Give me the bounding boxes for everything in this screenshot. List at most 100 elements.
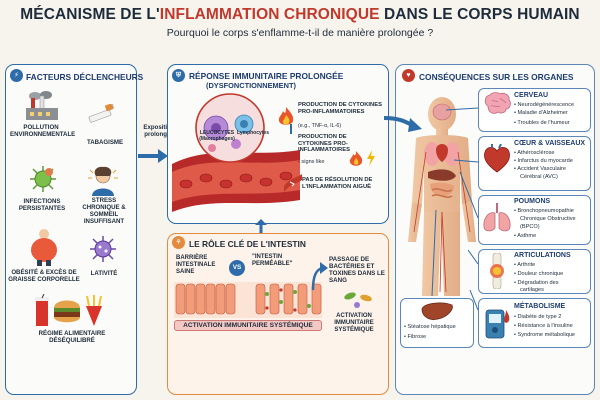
factor-label-diet: RÉGIME ALIMENTAIRE DÉSÉQUILIBRÉ	[38, 330, 106, 344]
factory-icon	[26, 91, 58, 120]
title-part-3: DANS LE CORPS HUMAIN	[379, 6, 580, 23]
organ-title-metabolism: MÉTABOLISME	[514, 303, 566, 310]
lungs-item-1-text: Bronchopneumopathie	[517, 208, 574, 214]
gut-leaky-label: "INTESTIN PERMÉABLE"	[252, 254, 293, 267]
organ-title-brain: CERVEAU	[514, 92, 549, 99]
lymphocytes-label: Lymphocytes	[236, 130, 270, 136]
organ-title-joints: ARTICULATIONS	[514, 252, 571, 259]
heart-icon	[484, 144, 510, 173]
immune-step-3: PAS DE RÉSOLUTION DE L'INFLAMMATION AIGU…	[302, 177, 373, 190]
joints-item-4-text: cartilages	[520, 287, 544, 293]
consequences-badge-icon: ♥	[402, 69, 415, 82]
metabolism-item-2-text: Résistance à l'insuline	[517, 323, 573, 329]
exposure-arrow	[138, 149, 168, 163]
joints-item-4: cartilages	[520, 287, 544, 294]
immune-to-organs-arrow	[384, 116, 422, 132]
organ-connectors	[431, 107, 479, 310]
lungs-item-4-text: Asthme	[517, 233, 537, 239]
heart-item-1: • Athérosclérose	[514, 150, 555, 156]
brain-item-1: • Neurodégénérescence	[514, 102, 575, 108]
brain-icon	[484, 92, 511, 114]
page-subtitle: Pourquoi le corps s'enflamme-t-il de man…	[166, 27, 434, 39]
joints-item-3-text: Dégradation des	[517, 280, 559, 286]
organ-title-lungs: POUMONS	[514, 198, 551, 205]
lungs-item-4: • Asthme	[514, 233, 537, 239]
activation-bar: ACTIVATION IMMUNITAIRE SYSTÉMIQUE	[174, 320, 322, 331]
lungs-item-3: (BPCO)	[520, 224, 540, 231]
fire-small-icon	[349, 151, 363, 166]
gut-badge-icon: ⚘	[172, 236, 185, 249]
factor-label-lativite: LATIVITÉ	[90, 270, 118, 277]
virus-icon	[30, 166, 56, 192]
signs-like-label: signs like	[301, 159, 325, 165]
lungs-item-1: • Bronchopneumopathie	[514, 208, 574, 214]
gut-passage-arrow	[311, 262, 328, 291]
gut-heading: LE RÔLE CLÉ DE L'INTESTIN	[189, 239, 306, 249]
heart-item-4-text: Cérébral (AVC)	[520, 174, 558, 180]
heart-item-2: • Infarctus du myocarde	[514, 158, 573, 164]
lungs-item-3-text: (BPCO)	[520, 224, 540, 230]
intestinal-barrier-illustration	[174, 282, 322, 318]
vs-label: VS	[232, 264, 242, 271]
liver-icon	[421, 302, 453, 320]
immune-badge-icon: ⛨	[172, 69, 185, 82]
immune-step-2: PRODUCTION DE CYTOKINES PRO-INFLAMMATOIR…	[298, 134, 350, 154]
factor-label-smoking: TABAGISME	[86, 139, 124, 146]
factor-label-infections: INFECTIONS PERSISTANTES	[18, 198, 66, 212]
lightning-icon	[367, 150, 375, 166]
lungs-item-2: Chronique Obstructive	[520, 216, 576, 223]
metabolism-item-1: • Diabète de type 2	[514, 314, 562, 320]
stressed-person-icon	[88, 166, 118, 196]
factor-label-stress: STRESS CHRONIQUE & SOMMEIL INSUFFISANT	[82, 197, 126, 225]
consequences-heading: CONSÉQUENCES SUR LES ORGANES	[419, 72, 574, 82]
immune-step-1: PRODUCTION DE CYTOKINES PRO-INFLAMMATOIR…	[298, 102, 382, 115]
cigarette-icon	[88, 104, 115, 123]
glucose-meter-icon	[485, 309, 510, 339]
liver-item-1: • Stéatose hépatique	[404, 324, 456, 330]
passage-label: PASSAGE DE BACTÉRIES ET TOXINES DANS LE …	[329, 256, 385, 285]
heart-item-4: Cérébral (AVC)	[520, 174, 558, 181]
vs-badge	[229, 260, 245, 276]
junk-food-icon	[35, 294, 102, 326]
human-body-illustration	[408, 97, 476, 296]
heart-item-2-text: Infarctus du myocarde	[517, 158, 573, 164]
bacteria-icon	[344, 292, 372, 308]
gut-healthy-label: BARRIÈRE INTESTINALE SAINE	[176, 255, 216, 275]
joints-item-1-text: Arthrite	[517, 262, 536, 268]
joints-item-2-text: Douleur chronique	[517, 271, 564, 277]
metabolism-item-1-text: Diabète de type 2	[517, 314, 562, 320]
metabolism-item-3: • Syndrome métabolique	[514, 332, 576, 338]
liver-item-2-text: Fibrose	[407, 334, 427, 340]
organ-box-lungs	[478, 195, 591, 245]
lungs-icon	[483, 203, 511, 232]
immune-subheading: (DYSFONCTIONNEMENT)	[206, 81, 296, 90]
brain-item-2: • Maladie d'Alzheimer	[514, 110, 568, 116]
leukocytes-label: LEUCOCYTES (Macrophages)	[199, 130, 235, 142]
liver-item-1-text: Stéatose hépatique	[407, 324, 456, 330]
inflamed-vessel-illustration	[172, 93, 300, 212]
joint-icon	[490, 253, 504, 289]
obesity-icon	[31, 229, 57, 266]
exposure-label: Exposition prolongée	[143, 124, 175, 138]
liver-item-2: • Fibrose	[404, 334, 427, 340]
joints-item-2: • Douleur chronique	[514, 271, 564, 277]
immune-heading: RÉPONSE IMMUNITAIRE PROLONGÉE	[189, 71, 344, 81]
factors-badge-icon: ⚡	[10, 69, 23, 82]
factor-label-obesity: OBÉSITÉ & EXCÈS DE GRAISSE CORPORELLE	[8, 269, 80, 283]
title-highlight: INFLAMMATION CHRONIQUE	[159, 6, 380, 23]
lungs-item-2-text: Chronique Obstructive	[520, 216, 576, 222]
activation-side-label: ACTIVATION IMMUNITAIRE SYSTÉMIQUE	[334, 313, 374, 333]
damaged-vessel-icon	[284, 174, 302, 192]
title-part-1: MÉCANISME DE L'	[20, 6, 160, 23]
inactivity-virus-icon	[90, 236, 116, 262]
immune-step-arrow-1	[290, 124, 292, 134]
brain-item-3-text: Troubles de l'humeur	[517, 120, 570, 126]
factors-heading: FACTEURS DÉCLENCHEURS	[26, 72, 144, 82]
heart-item-1-text: Athérosclérose	[517, 150, 555, 156]
factor-label-pollution: POLLUTION ENVIRONNEMENTALE	[10, 124, 76, 138]
metabolism-item-3-text: Syndrome métabolique	[517, 332, 576, 338]
heart-item-3-text: Accident Vasculaire	[517, 166, 566, 172]
organ-title-heart: CŒUR & VAISSEAUX	[514, 140, 586, 147]
metabolism-item-2: • Résistance à l'insuline	[514, 323, 573, 329]
brain-item-2-text: Maladie d'Alzheimer	[517, 110, 568, 116]
